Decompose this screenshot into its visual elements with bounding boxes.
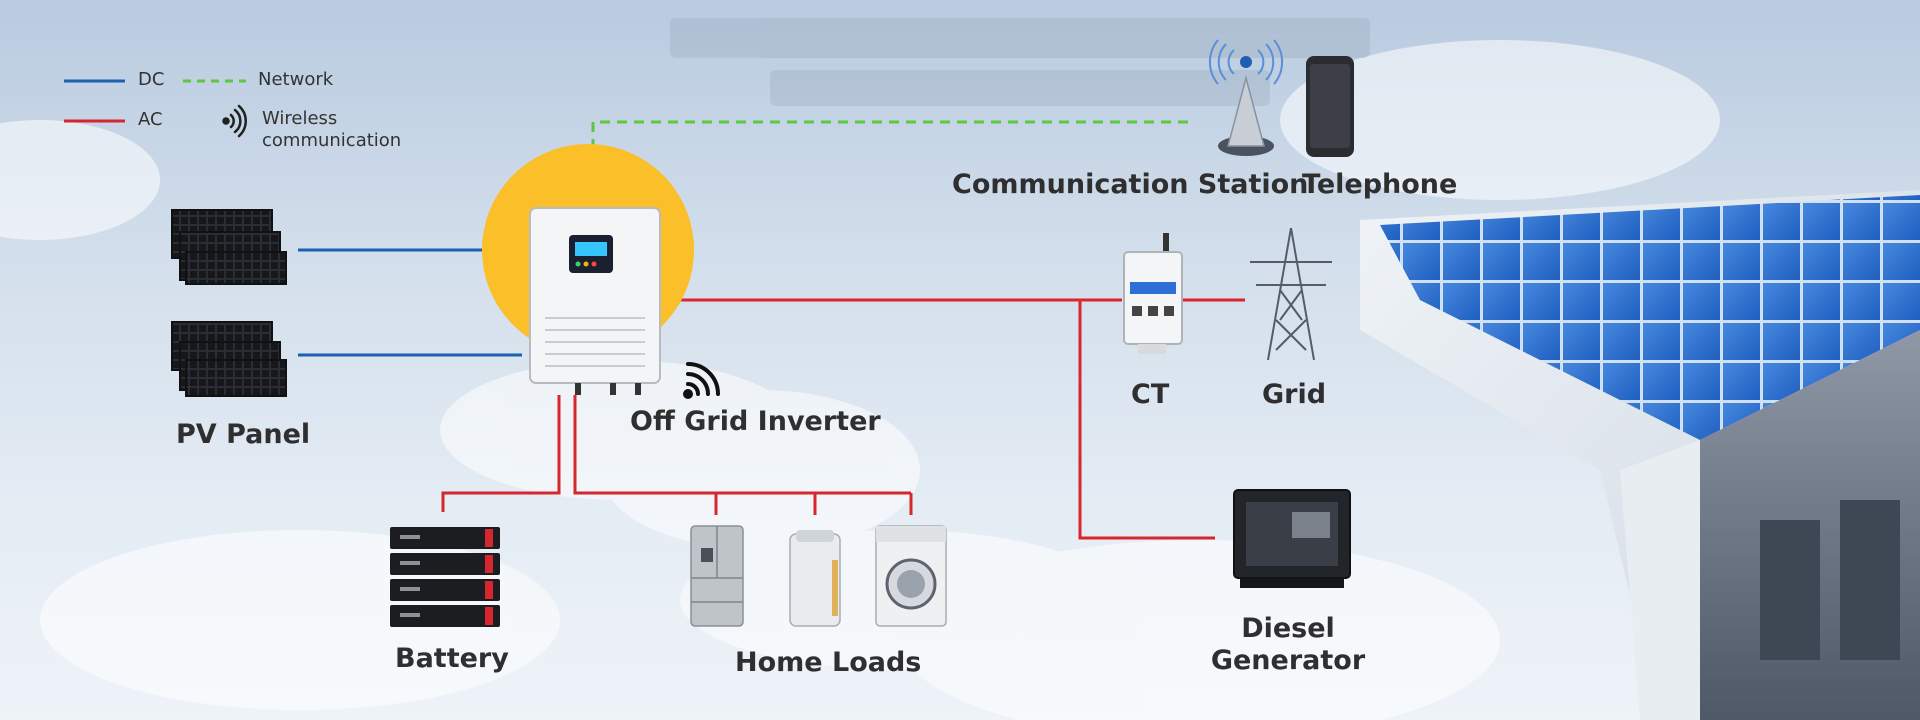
ct-meter-icon xyxy=(1123,233,1183,354)
legend xyxy=(64,79,248,138)
inverter-icon xyxy=(482,144,694,395)
clouds xyxy=(0,40,1720,720)
legend-network-label: Network xyxy=(258,69,334,90)
legend-dc-label: DC xyxy=(138,69,165,90)
home-loads-label: Home Loads xyxy=(735,647,922,678)
power-tower-icon xyxy=(1250,227,1332,361)
inverter-label: Off Grid Inverter xyxy=(630,406,881,437)
diesel-generator-icon xyxy=(1233,489,1351,588)
grid-label: Grid xyxy=(1262,379,1327,410)
telephone-label: Telephone xyxy=(1302,169,1458,200)
diesel-generator-label-1: Diesel xyxy=(1241,613,1335,644)
legend-wireless-label-2: communication xyxy=(262,130,402,151)
pv-panel-icon xyxy=(171,209,287,397)
ac-wires xyxy=(441,298,1245,540)
water-dispenser-icon xyxy=(789,530,841,627)
telephone-icon xyxy=(1306,56,1354,157)
pv-panel-label: PV Panel xyxy=(176,419,311,450)
legend-ac-label: AC xyxy=(138,109,163,130)
battery-label: Battery xyxy=(395,643,509,674)
communication-station-label: Communication Station xyxy=(952,169,1309,200)
legend-wireless-label-1: Wireless xyxy=(262,108,338,129)
washing-machine-icon xyxy=(875,525,947,627)
wireless-signal-icon xyxy=(683,362,720,399)
battery-icon xyxy=(390,527,500,627)
wireless-icon xyxy=(222,104,248,138)
ct-label: CT xyxy=(1131,379,1170,410)
watermark xyxy=(670,18,1370,106)
refrigerator-icon xyxy=(690,525,744,627)
communication-station-icon xyxy=(1208,39,1284,156)
diesel-generator-label-2: Generator xyxy=(1210,645,1366,676)
house-illustration xyxy=(1360,190,1920,720)
